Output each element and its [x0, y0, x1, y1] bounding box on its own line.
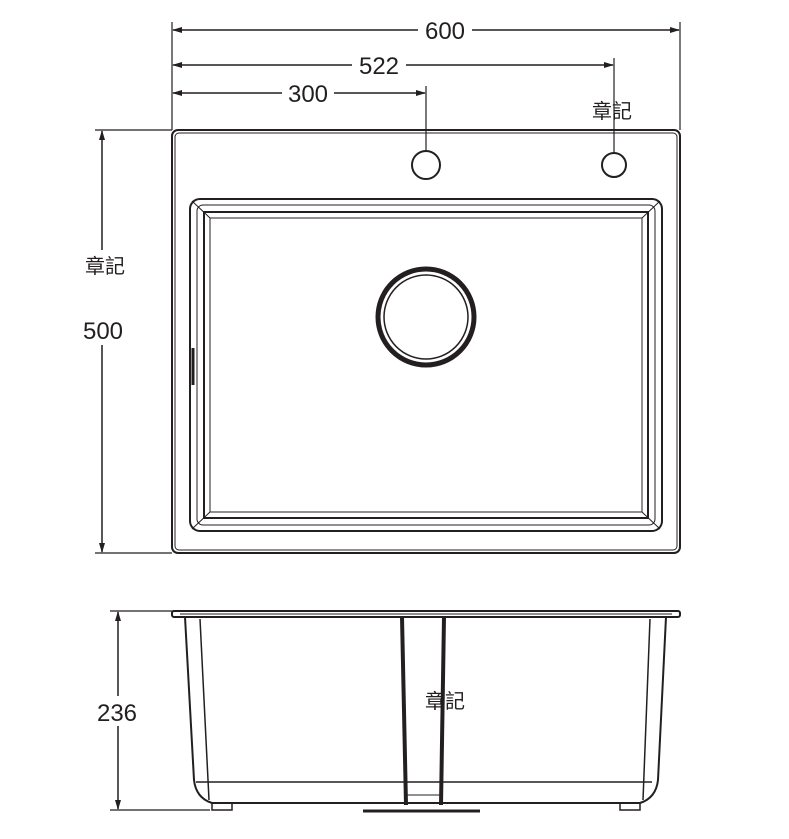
dimension-label-hole-center: 300 [288, 81, 328, 108]
sink-top-view [171, 129, 681, 554]
dimension-236: 236 [92, 610, 210, 811]
dimension-label-depth: 500 [83, 318, 123, 345]
bowl-outline [189, 198, 663, 532]
faucet-hole [411, 150, 441, 180]
dimension-label-hole-span: 522 [359, 53, 399, 80]
dimension-600: 600 [171, 18, 681, 130]
note-side-view: 章記 [425, 689, 465, 713]
sink-side-view: 章記 [171, 610, 681, 813]
dimension-522: 522 [172, 53, 615, 153]
note-top-right: 章記 [592, 99, 632, 123]
dimension-label-height: 236 [97, 700, 137, 727]
dimension-label-width: 600 [425, 18, 465, 45]
note-left: 章記 [85, 254, 125, 278]
accessory-hole [601, 152, 627, 178]
dimension-300: 300 [172, 81, 427, 151]
drain [375, 266, 477, 368]
dimension-500: 章記 500 [78, 129, 172, 554]
